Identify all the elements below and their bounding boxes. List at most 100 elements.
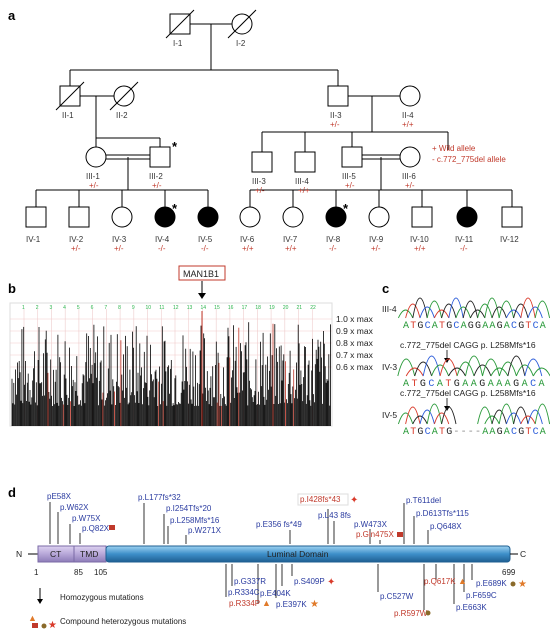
individual-IV-2	[68, 206, 90, 228]
cross-star-icon: ✦	[327, 577, 335, 588]
chromatogram-peak	[482, 358, 500, 377]
sequence-base: A	[403, 321, 409, 332]
individual-I-1	[165, 9, 195, 39]
sequence-base: A	[403, 427, 409, 438]
dot-marker-icon	[510, 581, 516, 587]
individual-IV-1	[25, 206, 47, 228]
threshold-label: 1.0 x max	[336, 314, 374, 324]
sequence-base: G	[468, 321, 474, 332]
mut-L438fs: p.L43 8fs	[318, 511, 351, 520]
legend-del-allele: - c.772_775del allele	[432, 155, 506, 164]
mut-R334C: p.R334C	[228, 588, 260, 597]
chromosome-label: 7	[104, 305, 107, 311]
sequence-base: A	[504, 321, 510, 332]
chromatogram-peak	[405, 303, 421, 319]
sequence-base: G	[446, 427, 452, 438]
id-IV-6: IV-6	[240, 235, 255, 244]
chromatogram-peak	[405, 367, 424, 377]
sequence-base: C	[533, 427, 539, 438]
chromosome-label: 19	[269, 305, 275, 311]
sequence-base: G	[446, 321, 452, 332]
chromatogram-peak	[520, 297, 536, 319]
sequence-base: T	[525, 321, 531, 332]
sequence-base: G	[479, 379, 485, 390]
chromatogram-peak	[419, 306, 435, 319]
mut-E689K: p.E689K	[476, 579, 507, 588]
individual-IV-10	[411, 206, 433, 228]
sequence-base: A	[403, 379, 409, 390]
genotype-IV-10: +/+	[414, 244, 426, 253]
genotype-III-4: +/+	[298, 186, 310, 195]
sequence-base: C	[425, 321, 431, 332]
threshold-label: 0.9 x max	[336, 326, 374, 336]
individual-IV-11-affected	[456, 206, 478, 228]
chromatogram-peak	[433, 309, 450, 319]
sequence-base: A	[462, 379, 468, 390]
chromatogram-peak	[397, 358, 416, 377]
id-II-2: II-2	[116, 111, 128, 120]
id-IV-4: IV-4	[155, 235, 170, 244]
chromosome-label: 13	[187, 305, 193, 311]
genotype-IV-4: -/-	[158, 244, 166, 253]
sequence-base: A	[461, 321, 467, 332]
chromatogram-peak	[422, 355, 441, 377]
sequence-base: T	[410, 427, 416, 438]
individual-II-1	[55, 81, 85, 111]
chromosome-label: 17	[242, 305, 248, 311]
individual-III-4	[294, 151, 316, 173]
linkage-bars	[11, 311, 332, 426]
legend-arrowhead	[37, 599, 43, 604]
mut-Q82X: p.Q82X	[82, 524, 110, 533]
individual-I-2	[227, 9, 257, 39]
chromosome-label: 20	[283, 305, 289, 311]
chromosome-label: 2	[36, 305, 39, 311]
triangle-marker-icon: ▲	[458, 576, 467, 586]
sequence-base: C	[425, 427, 431, 438]
domain-tmd-label: TMD	[80, 549, 98, 559]
mut-W271X: p.W271X	[188, 526, 222, 535]
sequence-base: A	[496, 379, 502, 390]
sequence-base: G	[417, 321, 423, 332]
sequence-base: G	[497, 427, 503, 438]
chromatogram-peak	[469, 309, 486, 319]
individual-IV-4-affected	[154, 206, 176, 228]
chromatogram-peak	[397, 309, 414, 319]
chromatogram-peak	[448, 297, 464, 319]
id-III-1: III-1	[86, 172, 100, 181]
sequence-base: A	[437, 379, 443, 390]
id-II-1: II-1	[62, 111, 74, 120]
sequence-base: C	[511, 321, 517, 332]
chromatogram-peak	[439, 358, 458, 377]
sequence-base: C	[530, 379, 536, 390]
chromosome-label: 22	[310, 305, 316, 311]
genotype-II-3: +/-	[330, 120, 340, 129]
chromatogram-peak	[456, 361, 475, 377]
sequence-base: G	[417, 427, 423, 438]
chromatogram-peak	[405, 406, 421, 425]
sequence-base: A	[522, 379, 528, 390]
id-I-1: I-1	[173, 39, 183, 48]
chromatogram-peak	[527, 306, 543, 319]
chromatogram-peak	[414, 361, 433, 377]
mut-C527W: p.C527W	[380, 592, 414, 601]
gene-label-box	[178, 265, 226, 281]
chromosome-label: 3	[49, 305, 52, 311]
sequence-base: A	[539, 379, 545, 390]
chromatogram-sample-id: III-4	[382, 304, 397, 314]
gene-label: MAN1B1	[183, 269, 219, 279]
sequence-base: G	[518, 427, 524, 438]
proband-marker-IV-4: *	[172, 201, 178, 216]
chromatogram-peak	[498, 300, 515, 319]
individual-III-2	[149, 146, 171, 168]
genotype-III-1: +/-	[89, 181, 99, 190]
chromatogram-peak	[505, 309, 522, 319]
sequence-base: T	[439, 427, 445, 438]
cross-star-icon: ✦	[350, 495, 358, 506]
mut-G337R: p.G337R	[234, 577, 266, 586]
chromatogram-peak	[433, 412, 450, 425]
id-III-3: III-3	[252, 177, 266, 186]
chromatogram-peak	[465, 355, 483, 377]
